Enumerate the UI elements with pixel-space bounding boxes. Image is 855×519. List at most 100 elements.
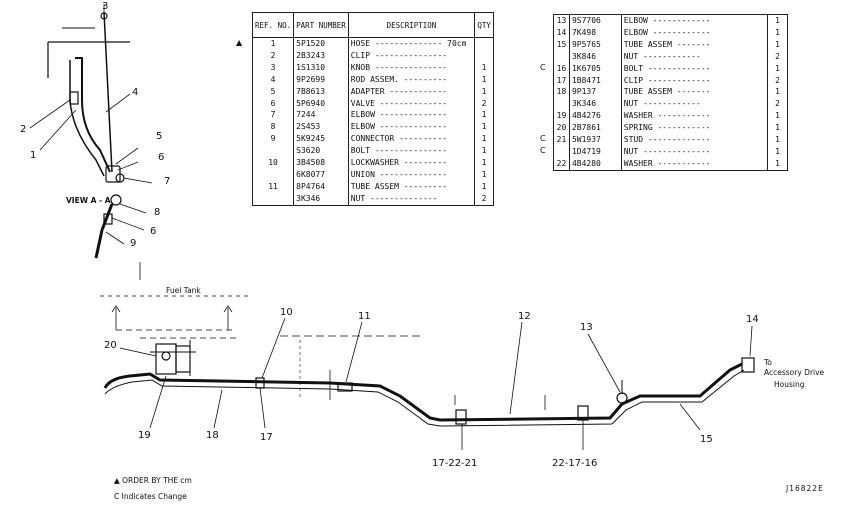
ref-no-cell: 10 xyxy=(251,157,295,169)
ref-no-cell xyxy=(553,50,570,63)
ref-no-cell: 5 xyxy=(251,85,295,98)
description-cell: NUT ------------ xyxy=(620,50,769,63)
accessory-line-1: To xyxy=(764,358,772,367)
description-cell: UNION -------------- xyxy=(347,168,476,181)
callout-18: 18 xyxy=(206,430,219,441)
ref-no-cell xyxy=(553,98,570,111)
description-cell: STUD ------------- xyxy=(620,134,769,146)
qty-cell: 1 xyxy=(767,38,788,51)
qty-cell: 1 xyxy=(767,134,788,146)
qty-cell: 1 xyxy=(474,61,494,74)
ref-no-cell: 17 xyxy=(553,74,570,87)
qty-cell: 2 xyxy=(767,74,788,87)
description-cell: HOSE -------------- 70cm xyxy=(347,37,476,50)
change-marker: C xyxy=(540,62,546,72)
callout-22-17-16: 22-17-16 xyxy=(552,458,598,469)
qty-cell: 1 xyxy=(474,180,494,193)
ref-no-cell: 3 xyxy=(251,61,295,74)
change-marker: C xyxy=(540,134,546,143)
qty-cell xyxy=(474,49,494,62)
callout-9: 9 xyxy=(130,238,137,249)
description-cell: ELBOW -------------- xyxy=(347,109,476,122)
description-cell: CONNECTOR ---------- xyxy=(347,133,476,146)
description-cell: ELBOW ------------ xyxy=(620,14,769,27)
callout-6: 6 xyxy=(158,152,165,163)
qty-cell: 1 xyxy=(474,85,494,98)
ref-no-cell: 18 xyxy=(553,86,570,99)
qty-cell: 1 xyxy=(474,109,494,122)
description-cell: NUT ------------ xyxy=(620,98,769,111)
ref-no-cell: 14 xyxy=(553,26,570,39)
description-cell: ELBOW ------------ xyxy=(620,26,769,39)
qty-cell: 1 xyxy=(474,133,494,146)
description-cell: ADAPTER ------------ xyxy=(347,85,476,98)
qty-cell: 2 xyxy=(474,192,494,206)
ref-no-cell: 2 xyxy=(251,49,295,62)
description-cell: ROD ASSEM. --------- xyxy=(347,73,476,86)
qty-cell: 1 xyxy=(767,157,788,171)
ref-no-cell: 20 xyxy=(553,122,570,135)
ref-no-cell: 1 xyxy=(251,37,295,50)
callout-leaders xyxy=(119,317,753,450)
ref-no-cell: 9 xyxy=(251,133,295,146)
callout-19: 19 xyxy=(138,430,151,441)
ref-no-cell: 13 xyxy=(553,14,570,27)
callout-17: 17 xyxy=(260,432,273,443)
callout-14: 14 xyxy=(746,314,759,325)
callout-10: 10 xyxy=(280,307,293,318)
callout-7: 7 xyxy=(164,176,171,187)
description-cell: TUBE ASSEM ------- xyxy=(620,38,769,51)
callout-11: 11 xyxy=(358,311,371,322)
callout-20: 20 xyxy=(104,340,117,351)
callout-2: 2 xyxy=(20,124,27,135)
qty-cell: 1 xyxy=(474,73,494,86)
ref-no-cell: 16 xyxy=(553,62,570,75)
description-cell: CLIP --------------- xyxy=(347,49,476,62)
ref-no-cell: 11 xyxy=(251,180,295,193)
order-marker: ▲ xyxy=(236,38,243,47)
description-cell: WASHER ----------- xyxy=(620,110,769,123)
callout-17-22-21: 17-22-21 xyxy=(432,458,478,469)
callout-4: 4 xyxy=(132,87,139,98)
callout-6b: 6 xyxy=(150,226,157,237)
description-cell: ELBOW -------------- xyxy=(347,121,476,134)
description-cell: KNOB --------------- xyxy=(347,61,476,74)
ref-no-cell: 4 xyxy=(251,73,295,86)
col-ref-no: REF. NO. xyxy=(251,12,295,38)
col-description: DESCRIPTION xyxy=(347,12,476,38)
qty-cell: 1 xyxy=(767,86,788,99)
qty-cell: 1 xyxy=(767,110,788,123)
qty-cell: 1 xyxy=(767,62,788,75)
ref-no-cell: 6 xyxy=(251,97,295,110)
description-cell: BOLT ------------- xyxy=(620,62,769,75)
description-cell: TUBE ASSEM ------- xyxy=(620,86,769,99)
description-cell: BOLT --------------- xyxy=(347,145,476,158)
qty-cell: 1 xyxy=(474,168,494,181)
callout-12: 12 xyxy=(518,311,531,322)
ref-no-cell: 21 xyxy=(553,134,570,146)
qty-cell: 2 xyxy=(474,97,494,110)
ref-no-cell xyxy=(553,145,570,158)
view-a-rod-assembly xyxy=(29,4,153,184)
description-cell: NUT -------------- xyxy=(620,145,769,158)
